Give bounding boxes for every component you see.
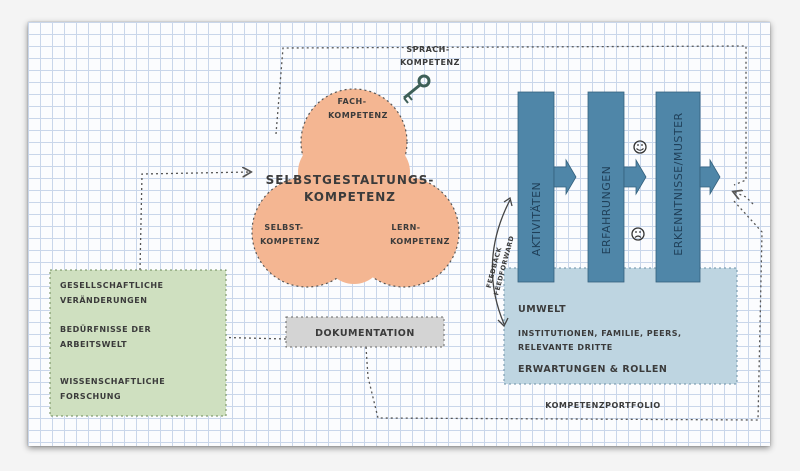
competence-cluster [251, 88, 460, 288]
sprach-label-2: KOMPETENZ [400, 58, 460, 67]
feedback-arrow [491, 199, 511, 325]
lern-label-1: LERN- [391, 223, 420, 232]
documentation-label: DOKUMENTATION [315, 328, 415, 339]
sprach-label-1: SPRACH- [406, 45, 449, 54]
diagram-canvas: FACH- KOMPETENZ SELBSTGESTALTUNGS- KOMPE… [49, 45, 763, 421]
umwelt-title: UMWELT [518, 304, 566, 315]
smiley-happy-icon [633, 140, 647, 154]
connector-right-return [734, 192, 754, 205]
center-label-1: SELBSTGESTALTUNGS- [266, 173, 435, 187]
documentation-box [285, 316, 445, 348]
key-icon [403, 74, 431, 104]
gesellschaft-label-1: GESELLSCHAFTLICHE [60, 281, 164, 290]
umwelt-institutions-2: RELEVANTE DRITTE [518, 343, 613, 352]
column-label-aktivitaeten: AKTIVITÄTEN [530, 182, 543, 257]
connector-left-up [139, 172, 250, 271]
center-label-2: KOMPETENZ [304, 190, 396, 204]
connector-bottom-loop [365, 199, 763, 421]
column-aktivitaeten [517, 91, 577, 283]
grid-paper: FACH- KOMPETENZ SELBSTGESTALTUNGS- KOMPE… [28, 22, 770, 446]
column-label-erkenntnisse: ERKENNTNISSE/MUSTER [672, 112, 685, 255]
column-erkenntnisse [655, 91, 721, 283]
gesellschaft-label-2: VERÄNDERUNGEN [60, 295, 147, 305]
fach-label-1: FACH- [337, 97, 366, 106]
beduerfnisse-label-2: ARBEITSWELT [60, 340, 127, 349]
selbst-label-1: SELBST- [264, 223, 303, 232]
umwelt-expectations: ERWARTUNGEN & ROLLEN [518, 364, 667, 375]
umwelt-institutions-1: INSTITUTIONEN, FAMILIE, PEERS, [518, 329, 682, 338]
forschung-label-2: FORSCHUNG [60, 392, 121, 401]
column-erfahrungen [587, 91, 647, 283]
portfolio-label: KOMPETENZPORTFOLIO [545, 401, 660, 410]
beduerfnisse-label-1: BEDÜRFNISSE DER [60, 324, 151, 334]
column-label-erfahrungen: ERFAHRUNGEN [600, 166, 613, 255]
lern-label-2: KOMPETENZ [390, 237, 450, 246]
selbst-label-2: KOMPETENZ [260, 237, 320, 246]
fach-label-2: KOMPETENZ [328, 111, 388, 120]
forschung-label-1: WISSENSCHAFTLICHE [60, 377, 165, 386]
smiley-sad-icon [631, 227, 645, 241]
left-green-box [49, 269, 227, 417]
